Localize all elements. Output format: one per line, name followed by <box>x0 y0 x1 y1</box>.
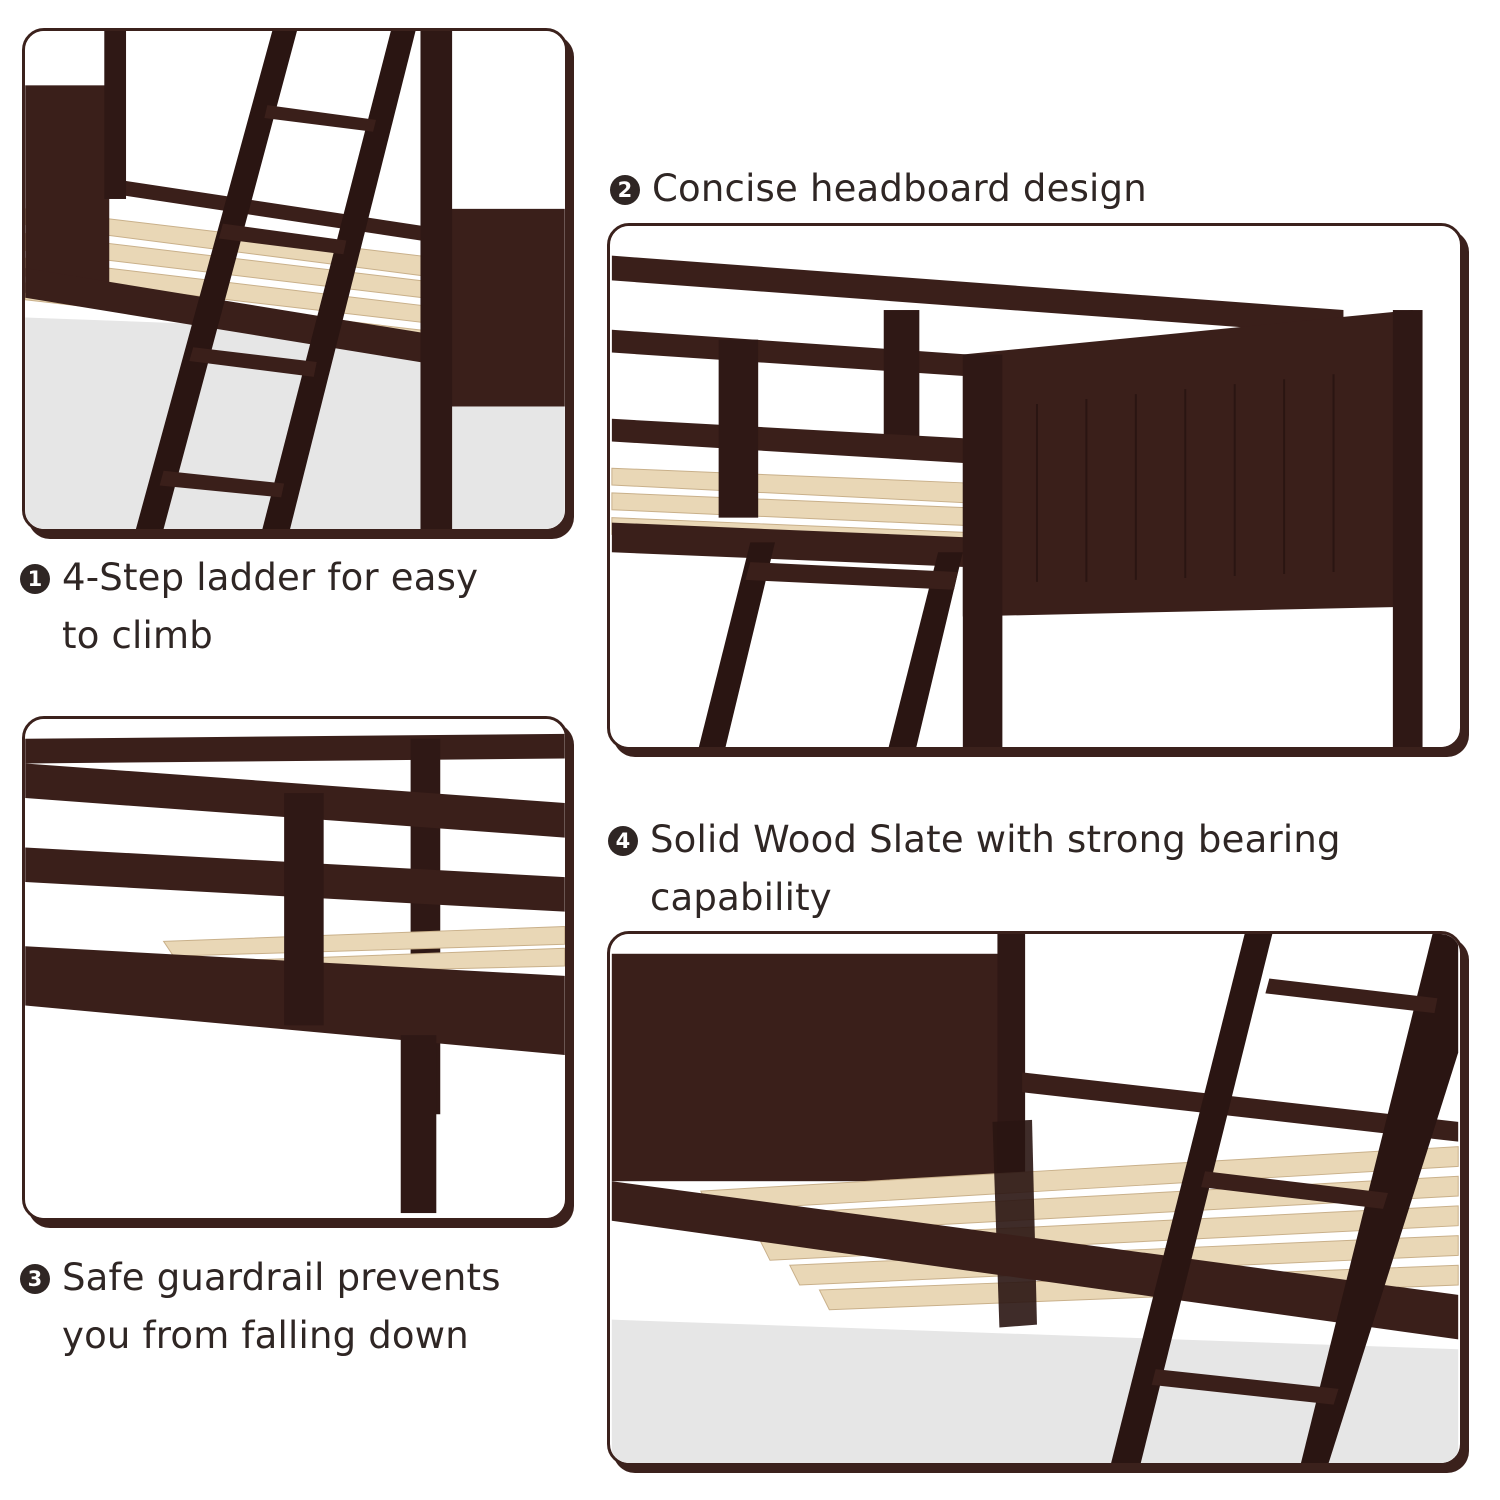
ladder-photo <box>22 28 568 532</box>
slats-photo <box>607 931 1463 1466</box>
feature-2-line1: Concise headboard design <box>652 167 1147 210</box>
feature-3-line1: Safe guardrail prevents <box>62 1256 501 1299</box>
headboard-photo <box>607 223 1463 750</box>
circled-number-1-icon: 1 <box>20 564 50 594</box>
feature-caption-3: 3 Safe guardrail prevents you from fallin… <box>20 1249 501 1365</box>
ladder-illustration <box>25 31 565 529</box>
feature-4-line2: capability <box>650 876 832 919</box>
slats-illustration <box>611 934 1459 1463</box>
circled-number-3-icon: 3 <box>20 1264 50 1294</box>
circled-number-4-icon: 4 <box>608 826 638 856</box>
feature-caption-2: 2 Concise headboard design <box>610 160 1147 218</box>
feature-1-line2: to climb <box>62 614 213 657</box>
feature-4-line1: Solid Wood Slate with strong bearing <box>650 818 1341 861</box>
guardrail-photo <box>22 716 568 1221</box>
feature-caption-1: 1 4-Step ladder for easy to climb <box>20 549 478 665</box>
circled-number-2-icon: 2 <box>610 175 640 205</box>
feature-3-line2: you from falling down <box>62 1314 469 1357</box>
headboard-illustration <box>611 226 1459 747</box>
feature-caption-4: 4 Solid Wood Slate with strong bearing ca… <box>608 811 1341 927</box>
feature-1-line1: 4-Step ladder for easy <box>62 556 479 599</box>
guardrail-illustration <box>25 719 565 1218</box>
